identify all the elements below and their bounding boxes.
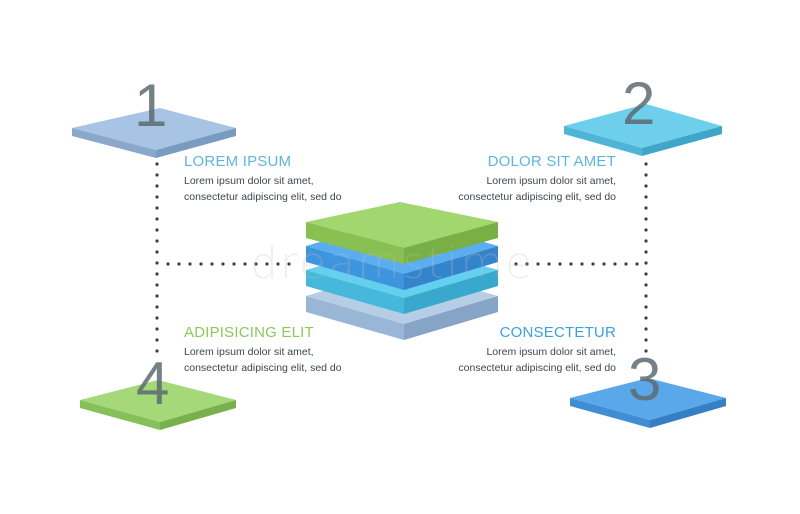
connector-dot [644,173,648,177]
connector-dot [644,316,648,320]
step-3-plate [570,378,726,428]
step-1-line-1: Lorem ipsum dolor sit amet, [184,175,314,187]
step-3-title: CONSECTETUR [499,324,616,341]
connector-dot [580,262,584,266]
step-2-number: 2 [622,70,656,137]
connector-dot [155,272,159,276]
connector-dot [155,349,159,353]
connector-dot [155,206,159,210]
connector-dot [591,262,595,266]
connector-dot [155,250,159,254]
connector-dot [254,262,258,266]
connector-dot [210,262,214,266]
connector-dot [644,250,648,254]
connector-dot [221,262,225,266]
connector-dot [644,217,648,221]
connector-dot [536,262,540,266]
connector-dot [155,195,159,199]
connector-dot [644,349,648,353]
step-4-line-1: Lorem ipsum dolor sit amet, [184,346,314,358]
connector-dot [644,239,648,243]
connector-dot [155,184,159,188]
layer-green [306,202,498,264]
step-1-plate [72,108,236,158]
connector-dot [155,283,159,287]
step-2-title: DOLOR SIT AMET [487,153,616,170]
step-3-number: 3 [628,346,662,413]
connector-dot [177,262,181,266]
connector-dot [155,173,159,177]
step-2-line-1: Lorem ipsum dolor sit amet, [486,175,616,187]
connector-dot [155,239,159,243]
connector-dot [644,272,648,276]
connector-dot [644,338,648,342]
step-2-plate [564,104,722,156]
connector-dot [644,305,648,309]
connector-lines [155,162,648,353]
connector-dot [613,262,617,266]
step-1-line-2: consectetur adipiscing elit, sed do [184,191,342,203]
connector-dot [644,162,648,166]
connector-dot [155,294,159,298]
connector-dot [635,262,639,266]
connector-dot [644,283,648,287]
connector-dot [287,262,291,266]
connector-dot [644,327,648,331]
connector-dot [558,262,562,266]
connector-dot [155,316,159,320]
connector-dot [644,228,648,232]
connector-dot [188,262,192,266]
connector-dot [644,206,648,210]
connector-dot [525,262,529,266]
step-4-plate [80,380,236,430]
connector-dot [624,262,628,266]
step-2-line-2: consectetur adipiscing elit, sed do [458,191,616,203]
connector-dot [155,338,159,342]
connector-dot [155,217,159,221]
connector-dot [644,261,648,265]
connector-dot [514,262,518,266]
step-1-title: LOREM IPSUM [184,153,292,170]
watermark-text: dreamstime [250,238,535,289]
step-3-line-2: consectetur adipiscing elit, sed do [458,362,616,374]
layer-stack [306,202,498,340]
connector-dot [199,262,203,266]
connector-dot [276,262,280,266]
connector-dot [569,262,573,266]
connector-dot [155,261,159,265]
step-3-line-1: Lorem ipsum dolor sit amet, [486,346,616,358]
connector-dot [644,195,648,199]
connector-dot [547,262,551,266]
step-4-line-2: consectetur adipiscing elit, sed do [184,362,342,374]
step-1-number: 1 [134,72,168,139]
step-4-title: ADIPISICING ELIT [184,324,314,341]
connector-dot [155,162,159,166]
connector-dot [232,262,236,266]
connector-dot [644,294,648,298]
connector-dot [243,262,247,266]
connector-dot [644,184,648,188]
connector-dot [155,228,159,232]
step-4-number: 4 [136,350,170,417]
connector-dot [602,262,606,266]
connector-dot [155,305,159,309]
connector-dot [166,262,170,266]
connector-dot [265,262,269,266]
connector-dot [155,327,159,331]
